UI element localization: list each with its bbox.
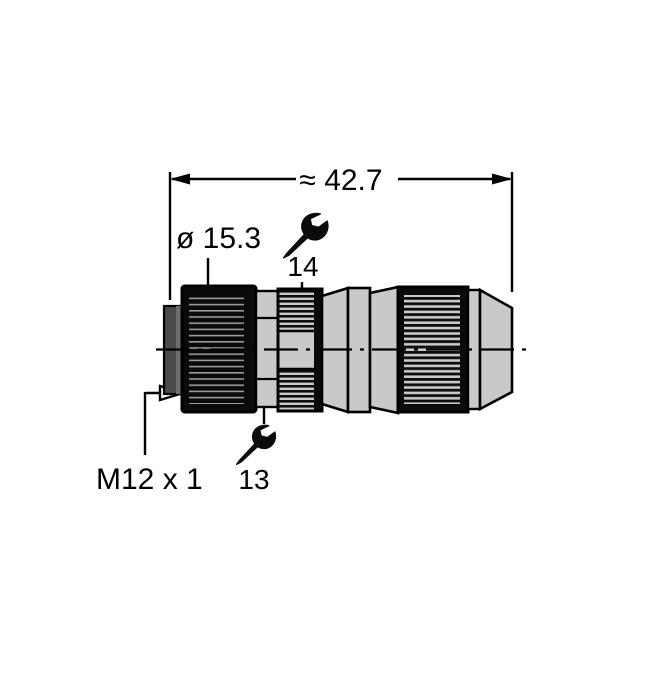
wrench-icon: [282, 212, 329, 259]
diameter-dimension: ø 15.3: [176, 222, 261, 286]
coupling-nut-top-edge: [182, 286, 256, 294]
gland-nut-top-rim: [398, 287, 468, 295]
gland-nut-bottom-rim: [398, 404, 468, 412]
overall-length-label: ≈ 42.7: [299, 164, 382, 197]
coupling-nut-right-edge: [244, 286, 256, 412]
diameter-label: ø 15.3: [176, 222, 261, 255]
wrench-size-lower-label: 13: [238, 464, 269, 495]
thread-designation-label: M12 x 1: [96, 463, 203, 496]
wrench-icon: [235, 424, 277, 466]
coupling-nut-bottom-edge: [182, 404, 256, 412]
overall-length-dimension: ≈ 42.7: [168, 164, 514, 300]
wrench-size-lower: 13: [235, 404, 277, 495]
connector-assembly: [156, 284, 528, 415]
wrench-size-upper-label: 14: [287, 251, 318, 282]
gland-nut-right-rim: [460, 287, 468, 412]
wrench-size-upper: 14: [282, 212, 329, 290]
arrowhead-left-icon: [170, 173, 190, 185]
arrowhead-right-icon: [492, 173, 512, 185]
thread-designation: M12 x 1: [96, 384, 203, 496]
